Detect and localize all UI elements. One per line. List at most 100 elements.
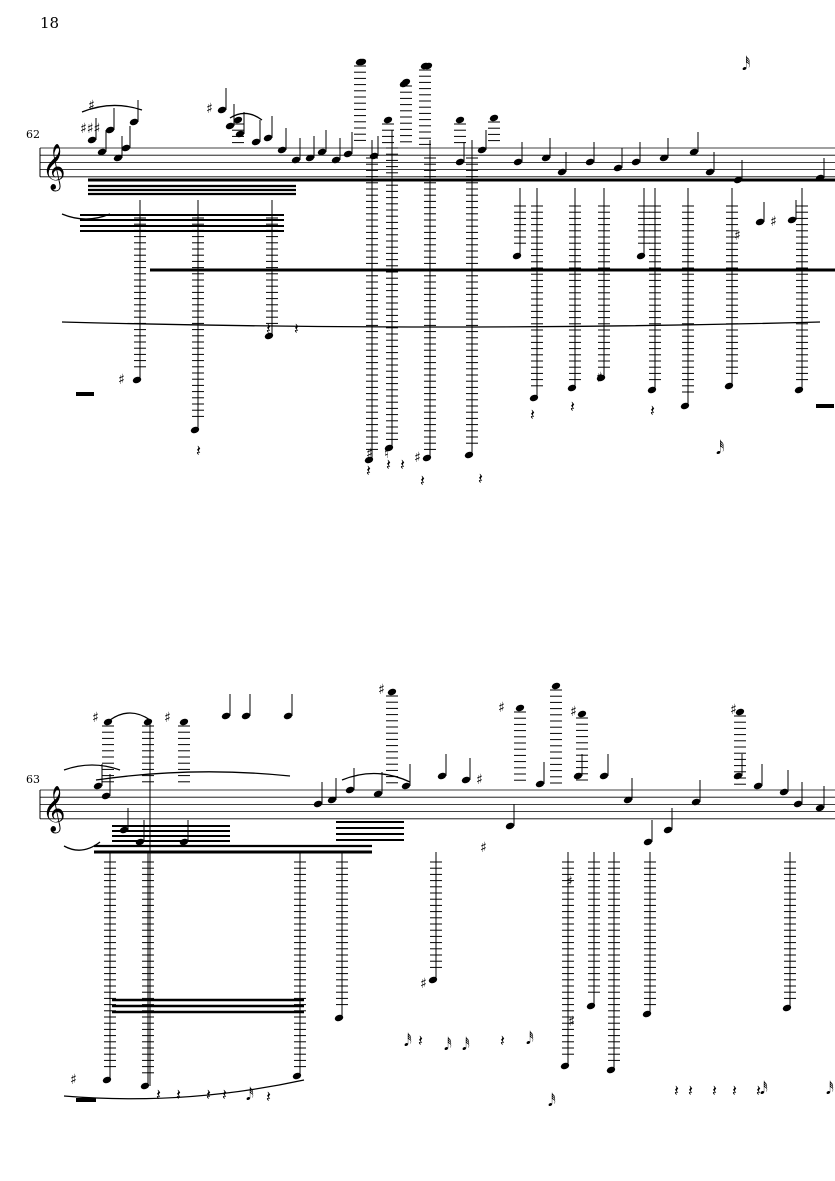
notehead: [529, 394, 539, 402]
grace-notes: 𝅘𝅥𝅰: [462, 1036, 470, 1054]
notehead: [283, 712, 293, 720]
sharp-accidental: ♯: [570, 704, 577, 720]
notehead: [129, 118, 139, 126]
treble-clef: 𝄞: [42, 786, 66, 834]
notehead: [221, 712, 231, 720]
notehead: [733, 176, 743, 184]
notehead: [599, 772, 609, 780]
sharp-accidental: ♯: [480, 840, 487, 856]
notehead: [606, 1066, 616, 1074]
grace-notes: 𝅘𝅥𝅰: [246, 1086, 254, 1104]
notehead: [423, 62, 433, 70]
measure-number-62: 62: [26, 128, 40, 141]
notehead: [489, 114, 499, 122]
rest: 𝄽: [478, 469, 483, 488]
notehead: [753, 782, 763, 790]
notehead: [105, 126, 115, 134]
grace-notes: 𝅘𝅥𝅰: [826, 1080, 834, 1098]
notehead: [373, 790, 383, 798]
notehead: [680, 402, 690, 410]
notehead: [647, 386, 657, 394]
natural-accidental: ♮: [384, 446, 389, 462]
rest: 𝄽: [530, 405, 535, 424]
rest: 𝄽: [222, 1085, 227, 1104]
notehead: [235, 130, 245, 138]
sharp-accidental: ♯: [730, 702, 737, 718]
notehead: [461, 776, 471, 784]
notehead: [93, 782, 103, 790]
notehead: [277, 146, 287, 154]
notehead: [103, 718, 113, 726]
grace-notes: 𝅘𝅥𝅰: [526, 1030, 534, 1048]
rest: 𝄽: [400, 455, 405, 474]
notehead: [613, 164, 623, 172]
slur: [63, 764, 121, 771]
sharp-accidental: ♯: [596, 370, 603, 386]
notehead: [631, 158, 641, 166]
notehead: [264, 332, 274, 340]
notehead: [573, 772, 583, 780]
grace-notes: 𝅘𝅥𝅰: [760, 1080, 768, 1098]
notehead: [305, 154, 315, 162]
slur: [61, 213, 111, 220]
slur: [341, 772, 411, 783]
notehead: [787, 216, 797, 224]
sharp-accidental: ♯: [378, 682, 385, 698]
grace-notes: 𝅘𝅥𝅰: [444, 1036, 452, 1054]
notehead: [384, 444, 394, 452]
notehead: [401, 782, 411, 790]
tie: [229, 112, 263, 121]
rest: 𝄽: [756, 1081, 761, 1100]
fermata-bar: [816, 404, 834, 408]
notehead: [794, 386, 804, 394]
notehead: [233, 116, 243, 124]
notehead: [815, 804, 825, 812]
sharp-accidental: ♯: [206, 101, 213, 117]
notehead: [334, 1014, 344, 1022]
notehead: [512, 252, 522, 260]
notehead: [455, 158, 465, 166]
notehead: [383, 116, 393, 124]
sharp-accidental: ♯: [498, 700, 505, 716]
notehead: [140, 1082, 150, 1090]
notehead: [428, 976, 438, 984]
notehead: [313, 800, 323, 808]
rest: 𝄽: [500, 1031, 505, 1050]
grace-notes: 𝅘𝅥𝅰: [404, 1032, 412, 1050]
notehead: [102, 1076, 112, 1084]
treble-clef: 𝄞: [42, 144, 66, 192]
rest: 𝄽: [156, 1085, 161, 1104]
sharp-accidental: ♯: [420, 976, 427, 992]
rest: 𝄽: [366, 461, 371, 480]
sharp-accidental: ♯: [70, 1072, 77, 1088]
rest: 𝄽: [650, 401, 655, 420]
sharp-accidental: ♯: [164, 710, 171, 726]
fermata-bar: [76, 1098, 96, 1102]
notehead: [477, 146, 487, 154]
tie: [109, 712, 151, 721]
tie: [95, 771, 291, 781]
notehead: [345, 786, 355, 794]
sharp-accidental: ♯: [476, 772, 483, 788]
notehead: [541, 154, 551, 162]
rest: 𝄽: [570, 397, 575, 416]
notehead: [357, 58, 367, 66]
notehead: [455, 116, 465, 124]
notehead: [291, 156, 301, 164]
notehead: [437, 772, 447, 780]
notehead: [642, 1010, 652, 1018]
sharp-accidental: ♯: [88, 98, 95, 114]
rest: 𝄽: [266, 319, 271, 338]
notehead: [577, 710, 587, 718]
notehead: [364, 456, 374, 464]
notehead: [735, 708, 745, 716]
notehead: [113, 154, 123, 162]
notehead: [623, 796, 633, 804]
notehead: [251, 138, 261, 146]
sharp-accidental: ♯: [566, 874, 573, 890]
notehead: [691, 798, 701, 806]
notehead: [422, 454, 432, 462]
notehead: [724, 382, 734, 390]
measure-number-63: 63: [26, 773, 40, 786]
page-number: 18: [40, 14, 60, 32]
